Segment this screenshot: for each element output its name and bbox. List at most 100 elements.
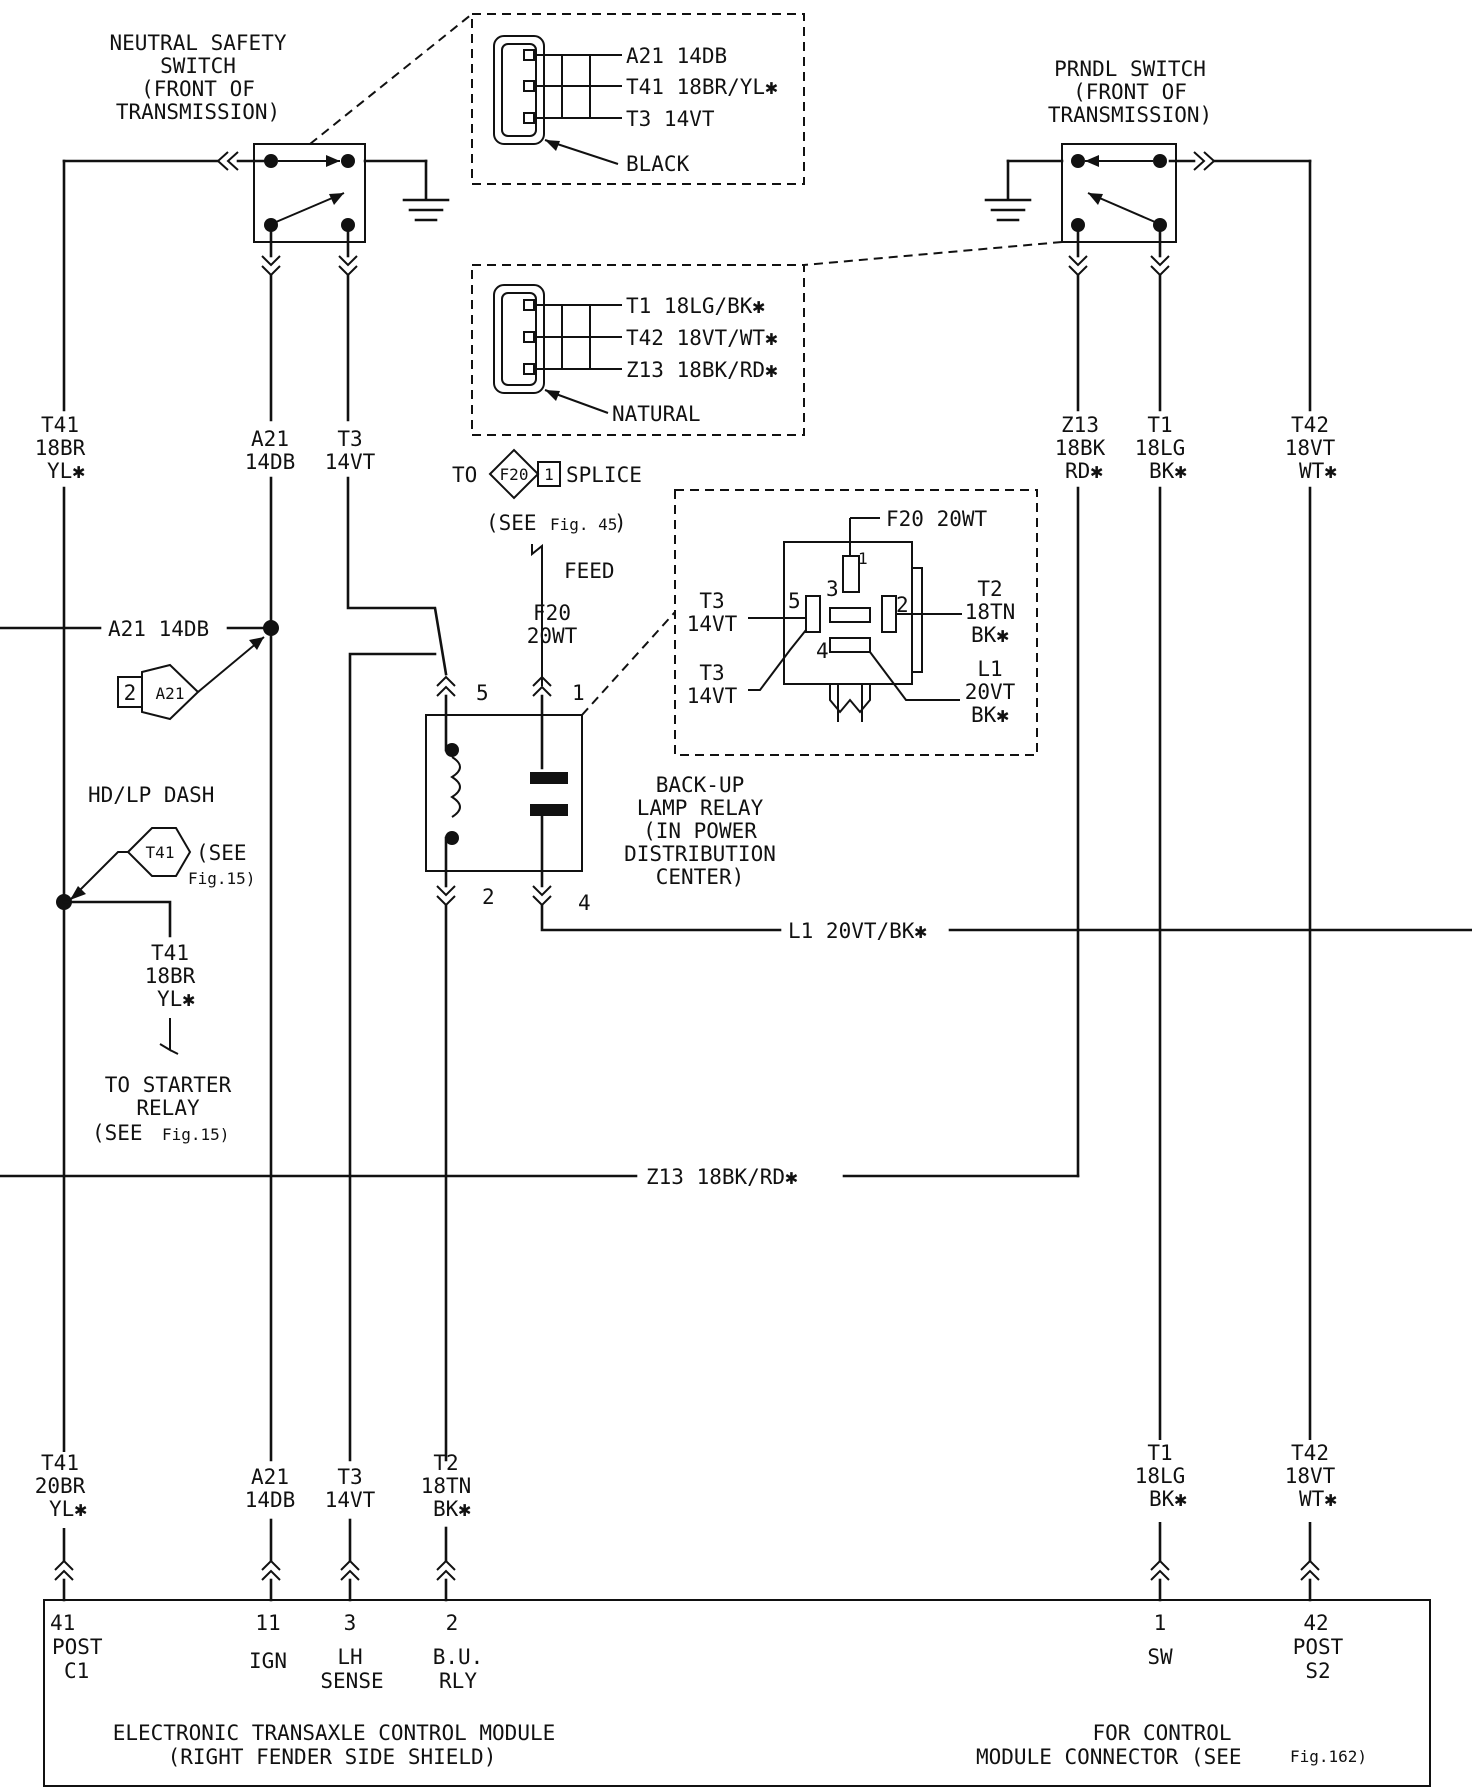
- neutral-switch-label-1: NEUTRAL SAFETY: [109, 31, 286, 55]
- t41-bottom-label: T41 20BR YL✱: [30, 1451, 100, 1528]
- svg-text:BK✱: BK✱: [971, 703, 1009, 727]
- svg-text:HD/LP DASH: HD/LP DASH: [88, 783, 214, 807]
- module-pin-11: 11 IGN: [249, 1611, 287, 1673]
- svg-text:T41: T41: [41, 1451, 79, 1475]
- svg-text:41: 41: [50, 1611, 75, 1635]
- t3-top-label: T3 14VT: [325, 427, 376, 474]
- svg-text:T42: T42: [1291, 1441, 1329, 1465]
- neutral-switch-body: [253, 143, 366, 243]
- module-location: (RIGHT FENDER SIDE SHIELD): [168, 1745, 497, 1769]
- svg-text:RELAY: RELAY: [136, 1096, 200, 1120]
- a21-bottom-label: A21 14DB: [245, 1465, 296, 1512]
- svg-text:BACK-UP: BACK-UP: [656, 773, 745, 797]
- t42-bottom-label: T42 18VT WT✱: [1276, 1440, 1352, 1522]
- svg-text:18TN: 18TN: [421, 1474, 472, 1498]
- prndl-label-1: PRNDL SWITCH: [1054, 57, 1206, 81]
- svg-text:20BR: 20BR: [35, 1474, 86, 1498]
- wire-t3-lower: [348, 652, 437, 1462]
- svg-text:T42: T42: [1291, 413, 1329, 437]
- t2-bottom-label: T2 18TN BK✱: [421, 1451, 472, 1521]
- svg-text:WT✱: WT✱: [1299, 1487, 1337, 1511]
- svg-text:14VT: 14VT: [687, 612, 738, 636]
- natural-connector-color: NATURAL: [612, 402, 701, 426]
- svg-text:LAMP RELAY: LAMP RELAY: [637, 796, 764, 820]
- relay-pin-5: 5: [476, 681, 489, 705]
- neutral-switch-label-4: TRANSMISSION): [116, 100, 280, 124]
- svg-text:1: 1: [544, 465, 554, 484]
- svg-text:YL✱: YL✱: [47, 459, 85, 483]
- svg-text:2: 2: [446, 1611, 459, 1635]
- ground-icon: [402, 198, 450, 222]
- module-ref-fig: Fig.162): [1290, 1747, 1367, 1766]
- svg-text:(SEE: (SEE: [196, 841, 247, 865]
- svg-text:14VT: 14VT: [687, 684, 738, 708]
- svg-text:BK✱: BK✱: [971, 623, 1009, 647]
- svg-text:F20 20WT: F20 20WT: [886, 507, 988, 531]
- svg-text:14DB: 14DB: [245, 1488, 296, 1512]
- svg-text:IGN: IGN: [249, 1649, 287, 1673]
- svg-text:18BR: 18BR: [145, 964, 196, 988]
- svg-text:20WT: 20WT: [527, 624, 578, 648]
- transaxle-control-module: 41 POST C1 11 IGN 3 LH SENSE 2 B.U. RLY …: [43, 1599, 1431, 1787]
- svg-text:T3: T3: [337, 427, 362, 451]
- z13-horizontal-label: Z13 18BK/RD✱: [646, 1165, 798, 1189]
- a21-horizontal-label: A21 14DB: [108, 617, 209, 641]
- connector-black-detail: A21 14DB T41 18BR/YL✱ T3 14VT BLACK: [471, 13, 805, 185]
- prndl-label-3: TRANSMISSION): [1048, 103, 1212, 127]
- svg-text:YL✱: YL✱: [49, 1497, 87, 1521]
- hdlp-dash-reference: HD/LP DASH T41 (SEE Fig.15) T41 18BR YL✱…: [56, 783, 255, 1145]
- svg-text:T3: T3: [699, 661, 724, 685]
- ground-icon: [984, 198, 1032, 222]
- relay-body: [425, 714, 583, 872]
- svg-text:2: 2: [124, 681, 137, 705]
- neutral-switch-label-2: SWITCH: [160, 54, 236, 78]
- svg-text:WT✱: WT✱: [1299, 459, 1337, 483]
- svg-text:18BR: 18BR: [35, 436, 86, 460]
- svg-text:RLY: RLY: [439, 1669, 477, 1693]
- svg-text:T2: T2: [977, 577, 1002, 601]
- svg-text:T41: T41: [41, 413, 79, 437]
- svg-text:18VT: 18VT: [1285, 436, 1336, 460]
- z13-top-label: Z13 18BK RD✱: [1055, 413, 1106, 483]
- svg-text:F20: F20: [500, 465, 529, 484]
- svg-text:20VT: 20VT: [965, 680, 1016, 704]
- svg-text:SW: SW: [1147, 1645, 1173, 1669]
- svg-text:18LG: 18LG: [1135, 1464, 1186, 1488]
- svg-text:Fig.15): Fig.15): [162, 1125, 229, 1144]
- relay-pinout-detail: F20 20WT 1 2 3 4 5 T2 18TN BK✱ L1 20VT B…: [674, 489, 1038, 756]
- black-connector-wire-3: T3 14VT: [626, 107, 715, 131]
- splice-to: TO: [452, 463, 477, 487]
- svg-text:T3: T3: [699, 589, 724, 613]
- svg-text:B.U.: B.U.: [433, 1645, 484, 1669]
- t42-top-label: T42 18VT WT✱: [1285, 413, 1338, 483]
- a21-reference: 2 A21: [117, 636, 265, 721]
- svg-text:14VT: 14VT: [325, 1488, 376, 1512]
- l1-horizontal-label: L1 20VT/BK✱: [788, 919, 927, 943]
- svg-text:POST: POST: [52, 1635, 103, 1659]
- t1-top-label: T1 18LG BK✱: [1135, 413, 1188, 483]
- black-connector-wire-2: T41 18BR/YL✱: [626, 75, 778, 99]
- svg-text:A21: A21: [251, 1465, 289, 1489]
- module-ref-1: FOR CONTROL: [1092, 1721, 1231, 1745]
- svg-text:L1: L1: [977, 657, 1002, 681]
- svg-text:(SEE: (SEE: [486, 511, 537, 535]
- svg-text:T1: T1: [1147, 1441, 1172, 1465]
- svg-text:S2: S2: [1305, 1659, 1330, 1683]
- svg-text:Fig.15): Fig.15): [188, 869, 255, 888]
- svg-text:TO STARTER: TO STARTER: [105, 1073, 232, 1097]
- module-body: [43, 1599, 1431, 1787]
- svg-text:(IN POWER: (IN POWER: [643, 819, 757, 843]
- svg-text:CENTER): CENTER): [656, 865, 745, 889]
- black-connector-wire-1: A21 14DB: [626, 44, 727, 68]
- black-connector-color: BLACK: [626, 152, 690, 176]
- svg-text:18BK: 18BK: [1055, 436, 1106, 460]
- neutral-safety-switch: NEUTRAL SAFETY SWITCH (FRONT OF TRANSMIS…: [62, 31, 450, 422]
- relay-pin-2: 2: [482, 885, 495, 909]
- svg-text:C1: C1: [64, 1659, 89, 1683]
- module-pin-3: 3 LH SENSE: [320, 1611, 383, 1693]
- module-ref-2: MODULE CONNECTOR (SEE: [976, 1745, 1242, 1769]
- module-connector-chevrons: [54, 1559, 1320, 1602]
- a21-splice-dot: [263, 620, 279, 636]
- relay-pin-1: 1: [572, 681, 585, 705]
